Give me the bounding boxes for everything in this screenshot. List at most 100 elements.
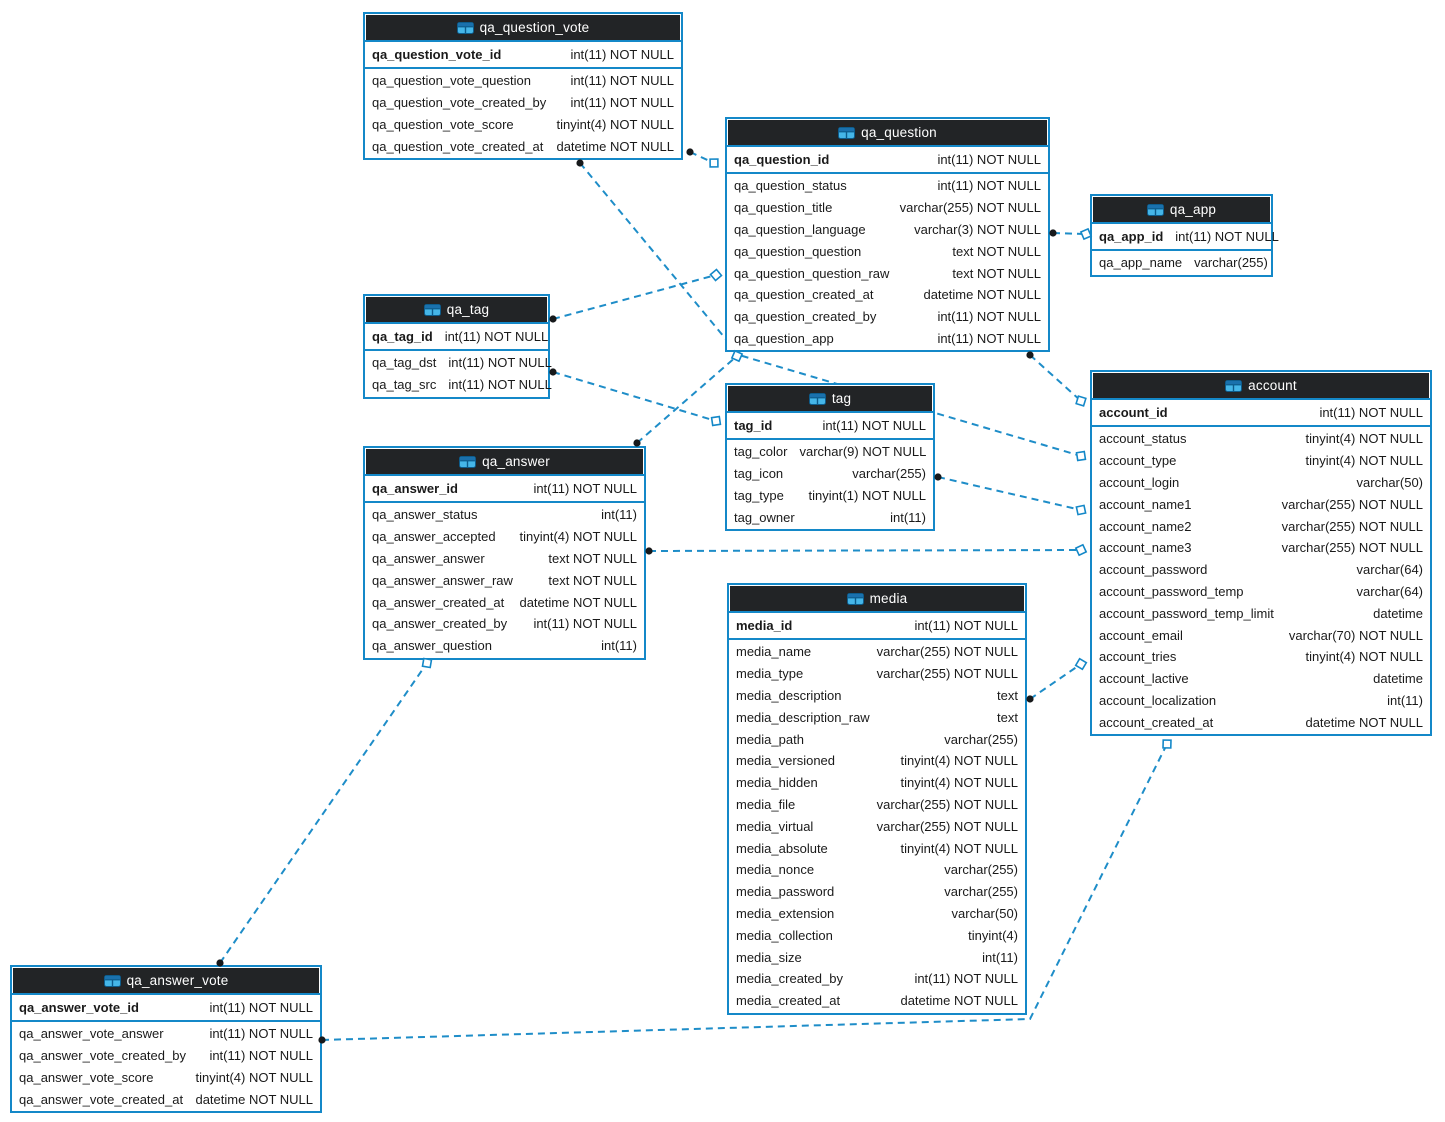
relationship-line-qa_answer_vote-account[interactable]	[321, 743, 1168, 1041]
relationship-line-qa_answer-account[interactable]	[648, 549, 1082, 552]
relationship-line-media-account[interactable]	[1029, 663, 1082, 700]
relationship-line-qa_question-account[interactable]	[1029, 354, 1082, 402]
table-header[interactable]: qa_tag	[366, 297, 547, 322]
table-header[interactable]: qa_question	[728, 120, 1047, 145]
table-header[interactable]: qa_app	[1093, 197, 1270, 222]
relationship-line-qa_answer-qa_question[interactable]	[636, 355, 738, 444]
relationship-line-qa_tag-tag[interactable]	[552, 371, 717, 422]
table-header[interactable]: qa_answer	[366, 449, 643, 474]
table-header[interactable]: qa_question_vote	[366, 15, 680, 40]
relationship-line-qa_tag-qa_question[interactable]	[552, 274, 717, 320]
relationship-line-tag-account[interactable]	[937, 476, 1082, 511]
relationship-line-qa_answer_vote-qa_answer[interactable]	[219, 662, 428, 964]
relationship-line-qa_question-qa_app[interactable]	[1052, 232, 1087, 235]
relationship-line-qa_question_vote-qa_question[interactable]	[689, 151, 715, 164]
column-name: media_hidden	[736, 775, 818, 791]
table-header[interactable]: qa_answer_vote	[13, 968, 319, 993]
table-header[interactable]: media	[730, 586, 1024, 611]
table-header[interactable]: tag	[728, 386, 932, 411]
table-header[interactable]: account	[1093, 373, 1429, 398]
